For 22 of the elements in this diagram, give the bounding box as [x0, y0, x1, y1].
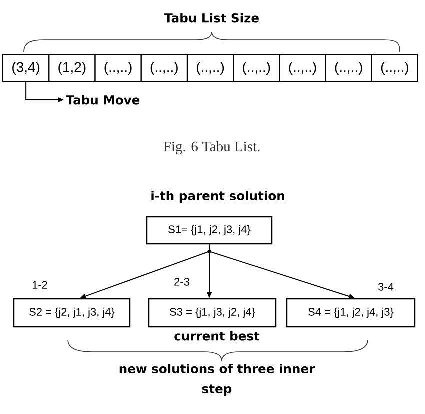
list-cell: (..,..)	[279, 54, 326, 82]
list-cell: (..,..)	[140, 54, 188, 82]
brace-label: new solutions of three inner step	[120, 364, 316, 396]
swap-label: 3-4	[378, 283, 394, 291]
list-cell: (..,..)	[186, 54, 234, 82]
solution-box: S1= {j1, j2, j3, j4}	[146, 216, 273, 245]
swap-label: 1-2	[32, 281, 48, 289]
swap-label: 2-3	[174, 278, 190, 286]
list-cell: (1,2)	[48, 54, 96, 82]
list-cell: (..,..)	[94, 54, 142, 82]
list-cell: (..,..)	[233, 54, 280, 82]
brace-label: Tabu List Size	[164, 13, 259, 23]
solution-box: S2 = {j2, j1, j3, j4}	[13, 298, 131, 328]
list-cell: (..,..)	[371, 54, 418, 82]
heading: i-th parent solution	[152, 191, 284, 203]
figure-caption: Fig. 6 Tabu List.	[164, 141, 260, 155]
list-cell: (3,4)	[2, 54, 50, 82]
note-label: current best	[174, 331, 260, 341]
solution-box: S3 = {j1, j3, j2, j4}	[148, 298, 277, 328]
text-label: Tabu Move	[66, 95, 140, 105]
solution-box: S4 = {j1, j2, j4, j3}	[286, 298, 416, 328]
list-cell: (..,..)	[325, 54, 372, 82]
